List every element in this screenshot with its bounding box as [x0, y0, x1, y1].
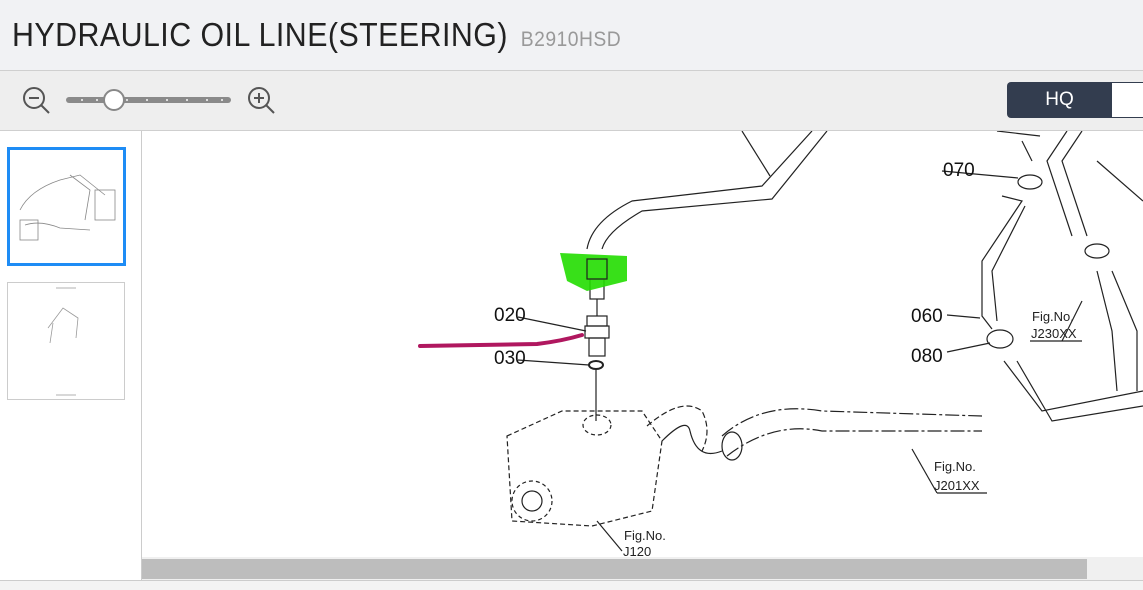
zoom-in-icon: [248, 87, 275, 114]
fig-ref-code[interactable]: J230XX: [1031, 326, 1077, 341]
fig-ref-code[interactable]: J201XX: [934, 478, 980, 493]
zoom-in-button[interactable]: [245, 85, 277, 117]
callout-080[interactable]: 080: [911, 346, 943, 367]
zoom-out-button[interactable]: [20, 85, 52, 117]
highlight-annotation: [560, 253, 627, 291]
thumbnail-page-2[interactable]: [7, 282, 125, 400]
page-header: HYDRAULIC OIL LINE(STEERING) B2910HSD: [0, 0, 1143, 71]
pen-annotation: [418, 333, 584, 348]
callout-070[interactable]: 070: [943, 160, 975, 181]
horizontal-scrollbar-thumb[interactable]: [142, 559, 1087, 579]
diagram-title: HYDRAULIC OIL LINE(STEERING): [12, 16, 508, 53]
zoom-out-icon: [23, 87, 50, 114]
fig-ref-label: Fig.No.: [1032, 309, 1074, 324]
fig-ref-label: Fig.No.: [624, 528, 666, 543]
toolbar: HQ: [0, 71, 1143, 131]
fig-ref-label: Fig.No.: [934, 459, 976, 474]
zoom-slider-handle[interactable]: [103, 89, 125, 111]
thumbnail-diagram: [47, 287, 79, 396]
hq-toggle-button[interactable]: HQ: [1007, 82, 1112, 118]
callout-030[interactable]: 030: [494, 348, 526, 369]
thumbnail-page-1[interactable]: [7, 147, 126, 266]
page-thumbnails: [0, 131, 142, 581]
callout-060[interactable]: 060: [911, 306, 943, 327]
zoom-slider[interactable]: [66, 89, 231, 111]
model-number: B2910HSD: [520, 28, 622, 51]
callout-020[interactable]: 020: [494, 305, 526, 326]
diagram-viewer[interactable]: 020 030 060 070 080 Fig.No. J120 Fig.No.…: [142, 131, 1143, 557]
parts-diagram: 020 030 060 070 080 Fig.No. J120 Fig.No.…: [418, 131, 1143, 557]
horizontal-scrollbar[interactable]: [142, 557, 1143, 580]
quality-toggle-other[interactable]: [1112, 82, 1143, 118]
thumbnail-diagram: [19, 174, 116, 241]
fig-ref-code[interactable]: J120: [623, 544, 651, 557]
page-title: HYDRAULIC OIL LINE(STEERING) B2910HSD: [12, 16, 621, 54]
bottom-bar: [0, 580, 1143, 590]
